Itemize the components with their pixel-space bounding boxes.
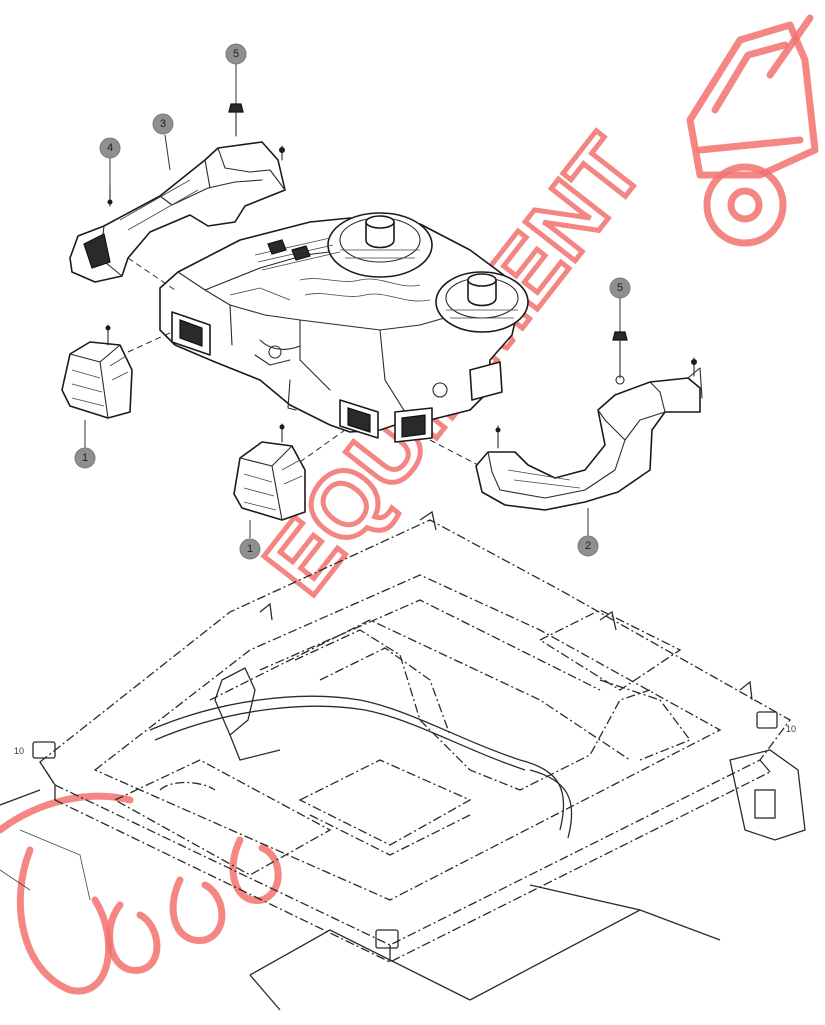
callout-2-label: 2: [585, 540, 591, 552]
screw-near-duct-3: [279, 145, 285, 161]
vent-cover-part-1-right: [233, 423, 306, 538]
frame-edge-label-right: 10: [786, 724, 796, 734]
blower-motor-right: [435, 271, 529, 333]
callout-5-top: 5: [225, 43, 247, 65]
duct-part-3: [69, 141, 286, 283]
callout-4: 4: [99, 137, 121, 188]
callout-5-right: 5: [609, 277, 631, 299]
nut-part-5-right: [612, 298, 628, 385]
blower-motor-left: [327, 212, 433, 278]
frame-edge-label-left: 10: [14, 746, 24, 756]
callout-1-left: 1: [74, 447, 96, 469]
callout-4-label: 4: [107, 142, 113, 154]
callout-5-right-label: 5: [617, 282, 623, 294]
callout-3-label: 3: [160, 118, 166, 130]
callout-1-right: 1: [239, 538, 261, 560]
callout-1-left-label: 1: [82, 452, 88, 464]
screw-part-4: [107, 187, 113, 207]
callout-3: 3: [152, 113, 174, 171]
hvac-ribbing: [229, 237, 431, 302]
cab-floor-frame: [0, 510, 806, 1011]
screw-near-duct-2: [495, 357, 697, 449]
callout-2: 2: [577, 535, 599, 557]
hvac-unit: [159, 212, 529, 443]
nut-part-5-top: [228, 64, 244, 137]
vent-cover-part-1-left: [61, 324, 133, 448]
watermark-logo: EQUIPMENT: [0, 14, 819, 995]
duct-part-2: [475, 367, 703, 536]
hvac-outlets: [171, 311, 503, 443]
watermark-script: [0, 792, 282, 995]
callout-1-right-label: 1: [247, 543, 253, 555]
watermark-tractor: [686, 14, 819, 247]
callout-5-top-label: 5: [233, 48, 239, 60]
assembly-guide-lines: [127, 257, 479, 466]
